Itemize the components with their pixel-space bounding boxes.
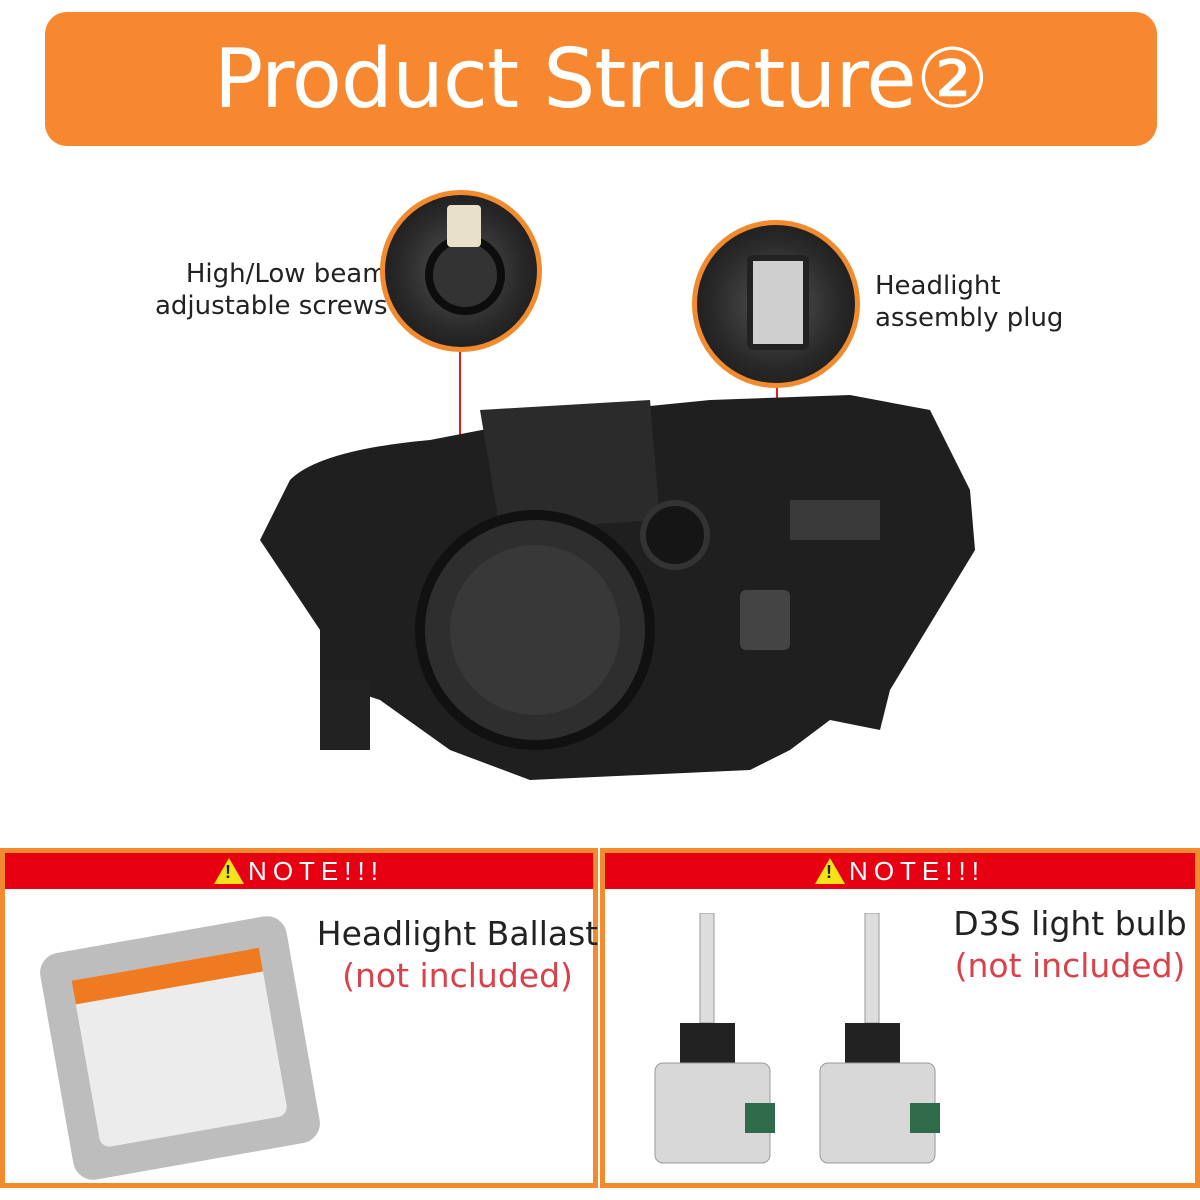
page-title: Product Structure②: [213, 31, 989, 127]
note-banner: ! NOTE!!!: [5, 853, 593, 889]
note-panel-ballast: ! NOTE!!! Headlight Ballast (not include…: [0, 848, 598, 1188]
ballast-image-icon: [36, 913, 324, 1183]
callout-label-adjustable-screws: High/Low beam adjustable screws: [155, 258, 388, 322]
bulb-title: D3S light bulb (not included): [945, 903, 1195, 987]
callout-line: adjustable screws: [155, 291, 388, 321]
note-panel-bulb: ! NOTE!!! D3S light bulb (not included): [600, 848, 1200, 1188]
title-banner: Product Structure②: [45, 12, 1157, 146]
callout-line: High/Low beam: [185, 259, 388, 289]
note-subtitle: (not included): [342, 956, 573, 995]
warning-icon: !: [214, 858, 245, 884]
warning-icon: !: [815, 858, 846, 884]
callout-line: assembly plug: [875, 303, 1064, 333]
note-banner: ! NOTE!!!: [605, 853, 1195, 889]
note-label: NOTE!!!: [849, 855, 985, 886]
note-subtitle: (not included): [954, 946, 1186, 985]
note-title: Headlight Ballast: [316, 914, 599, 953]
bulb-socket-closeup-icon: [380, 190, 542, 352]
callout-line: Headlight: [875, 271, 1001, 301]
note-title: D3S light bulb: [953, 904, 1187, 943]
headlight-assembly-icon: [260, 395, 975, 780]
ballast-title: Headlight Ballast (not included): [315, 913, 600, 997]
callout-label-assembly-plug: Headlight assembly plug: [875, 270, 1063, 334]
connector-plug-closeup-icon: [692, 220, 860, 388]
d3s-bulb-pair-icon: [654, 913, 940, 1164]
note-label: NOTE!!!: [248, 855, 384, 886]
